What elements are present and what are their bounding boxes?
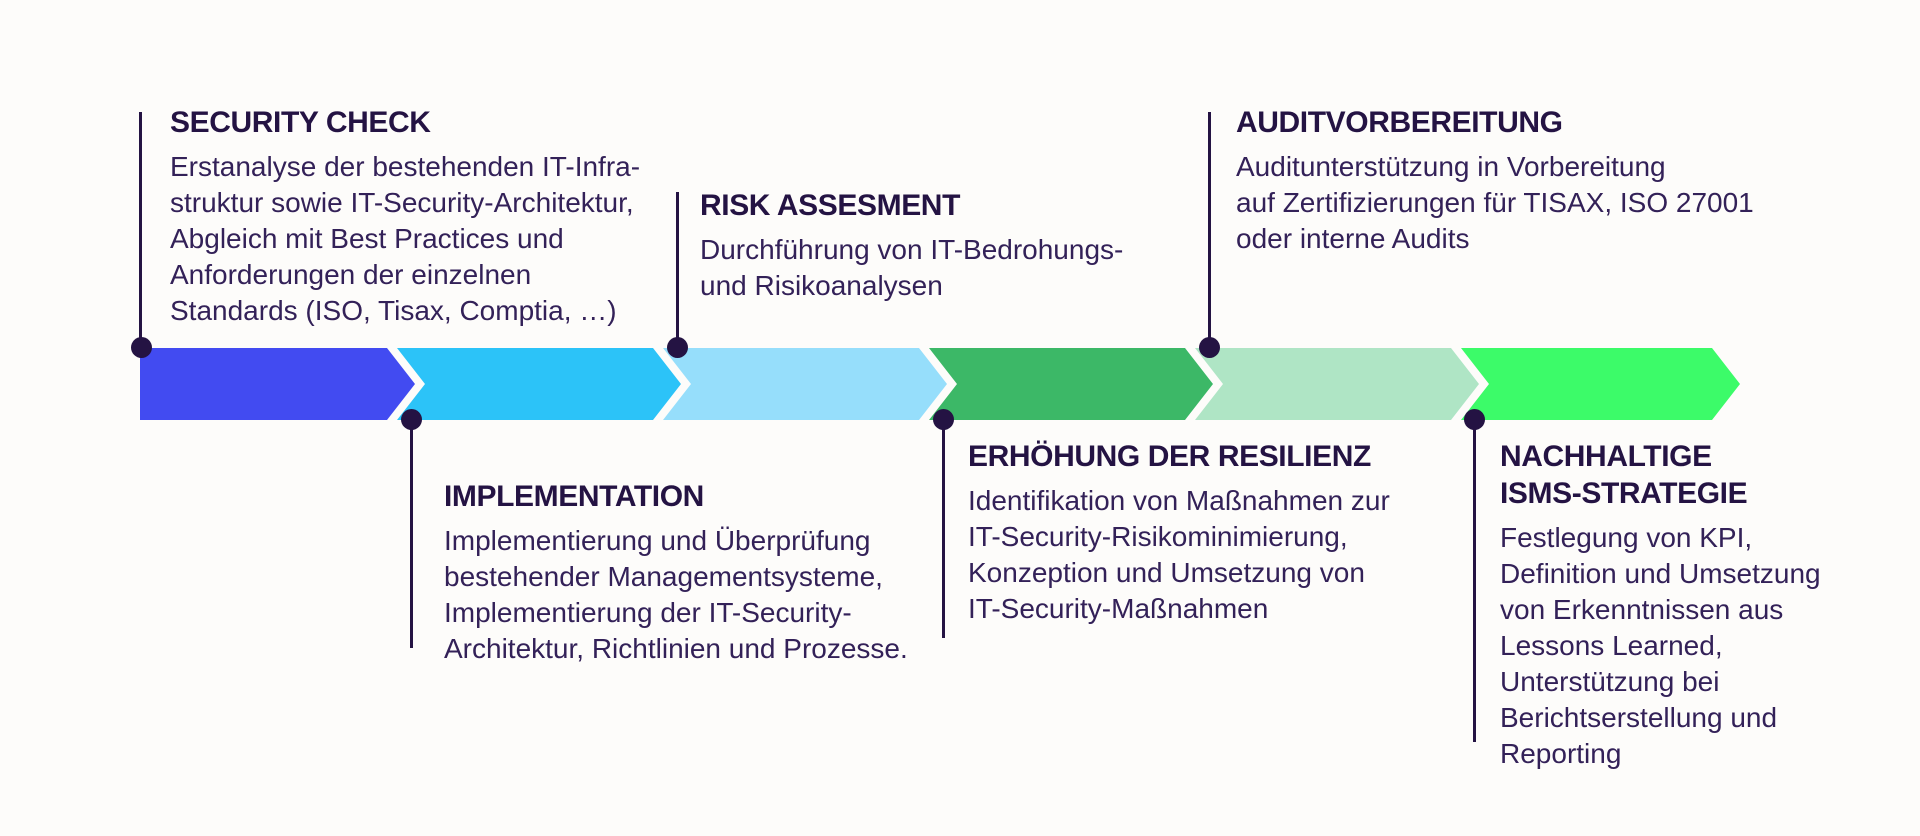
step-description-implementation: Implementierung und Überprüfung bestehen… — [444, 525, 908, 664]
step-title-risk-assesment: RISK ASSESMENT — [700, 189, 960, 222]
step-label-auditvorbereitung: AUDITVORBEREITUNG Auditunterstützung in … — [1236, 104, 1836, 257]
process-arrow-security-check — [140, 348, 415, 420]
connector-line-risk-assesment — [676, 192, 679, 348]
step-title-nachhaltige-isms-strategie: NACHHALTIGE ISMS-STRATEGIE — [1500, 440, 1748, 510]
connector-dot-risk-assesment — [667, 337, 688, 358]
connector-dot-auditvorbereitung — [1199, 337, 1220, 358]
connector-dot-erhoehung-der-resilienz — [933, 409, 954, 430]
step-description-security-check: Erstanalyse der bestehenden IT-Infra- st… — [170, 151, 641, 326]
step-description-auditvorbereitung: Auditunterstützung in Vorbereitung auf Z… — [1236, 151, 1754, 254]
connector-line-nachhaltige-isms-strategie — [1473, 420, 1476, 742]
step-label-risk-assesment: RISK ASSESMENT Durchführung von IT-Bedro… — [700, 187, 1260, 304]
process-arrow-risk-assesment — [663, 348, 947, 420]
connector-dot-security-check — [131, 337, 152, 358]
connector-dot-nachhaltige-isms-strategie — [1464, 409, 1485, 430]
process-arrow-erhoehung-der-resilienz — [929, 348, 1213, 420]
step-description-erhoehung-der-resilienz: Identifikation von Maßnahmen zur IT-Secu… — [968, 485, 1390, 624]
step-title-auditvorbereitung: AUDITVORBEREITUNG — [1236, 106, 1563, 139]
step-title-security-check: SECURITY CHECK — [170, 106, 431, 139]
step-label-erhoehung-der-resilienz: ERHÖHUNG DER RESILIENZ Identifikation vo… — [968, 438, 1528, 627]
process-arrow-auditvorbereitung — [1195, 348, 1479, 420]
step-label-security-check: SECURITY CHECK Erstanalyse der bestehend… — [170, 104, 730, 329]
connector-line-implementation — [410, 420, 413, 648]
process-arrow-nachhaltige-isms-strategie — [1461, 348, 1740, 420]
connector-dot-implementation — [401, 409, 422, 430]
connector-line-erhoehung-der-resilienz — [942, 420, 945, 638]
connector-line-auditvorbereitung — [1208, 112, 1211, 348]
step-title-implementation: IMPLEMENTATION — [444, 480, 704, 513]
connector-line-security-check — [139, 112, 142, 348]
step-title-erhoehung-der-resilienz: ERHÖHUNG DER RESILIENZ — [968, 440, 1371, 473]
step-label-nachhaltige-isms-strategie: NACHHALTIGE ISMS-STRATEGIE Festlegung vo… — [1500, 438, 1920, 772]
process-arrow-implementation — [397, 348, 681, 420]
step-description-risk-assesment: Durchführung von IT-Bedrohungs- und Risi… — [700, 234, 1124, 301]
step-description-nachhaltige-isms-strategie: Festlegung von KPI, Definition und Umset… — [1500, 522, 1821, 769]
step-label-implementation: IMPLEMENTATION Implementierung und Überp… — [444, 478, 1004, 667]
